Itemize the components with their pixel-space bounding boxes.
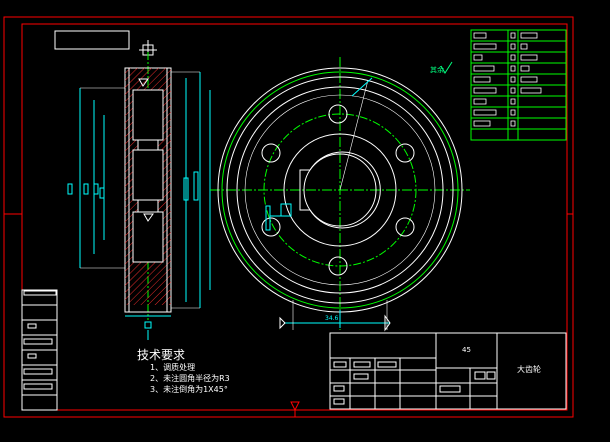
- title-block: [329, 332, 567, 410]
- tech-requirements-title: 技术要求: [137, 348, 186, 362]
- drawing-number-box: [54, 30, 130, 50]
- parameter-table: [470, 29, 567, 141]
- tech-requirement-item: 3、未注倒角为1X45°: [150, 385, 228, 394]
- tech-requirement-item: 2、未注圆角半径为R3: [150, 374, 230, 383]
- roughness-symbol-icon: [440, 61, 453, 74]
- width-dimension-label: 34.6: [325, 315, 339, 322]
- revision-strip: [21, 289, 58, 411]
- front-view: [210, 57, 470, 332]
- parameter-table-glyphs: [473, 32, 542, 127]
- tech-requirement-item: 1、调质处理: [150, 363, 196, 372]
- material-label: 45: [462, 346, 471, 354]
- part-name-label: 大齿轮: [517, 365, 541, 374]
- outer-frame: [3, 16, 574, 418]
- datum-triangle-icon: [290, 401, 300, 412]
- roughness-note: 其余: [430, 66, 444, 74]
- section-view: [67, 52, 211, 340]
